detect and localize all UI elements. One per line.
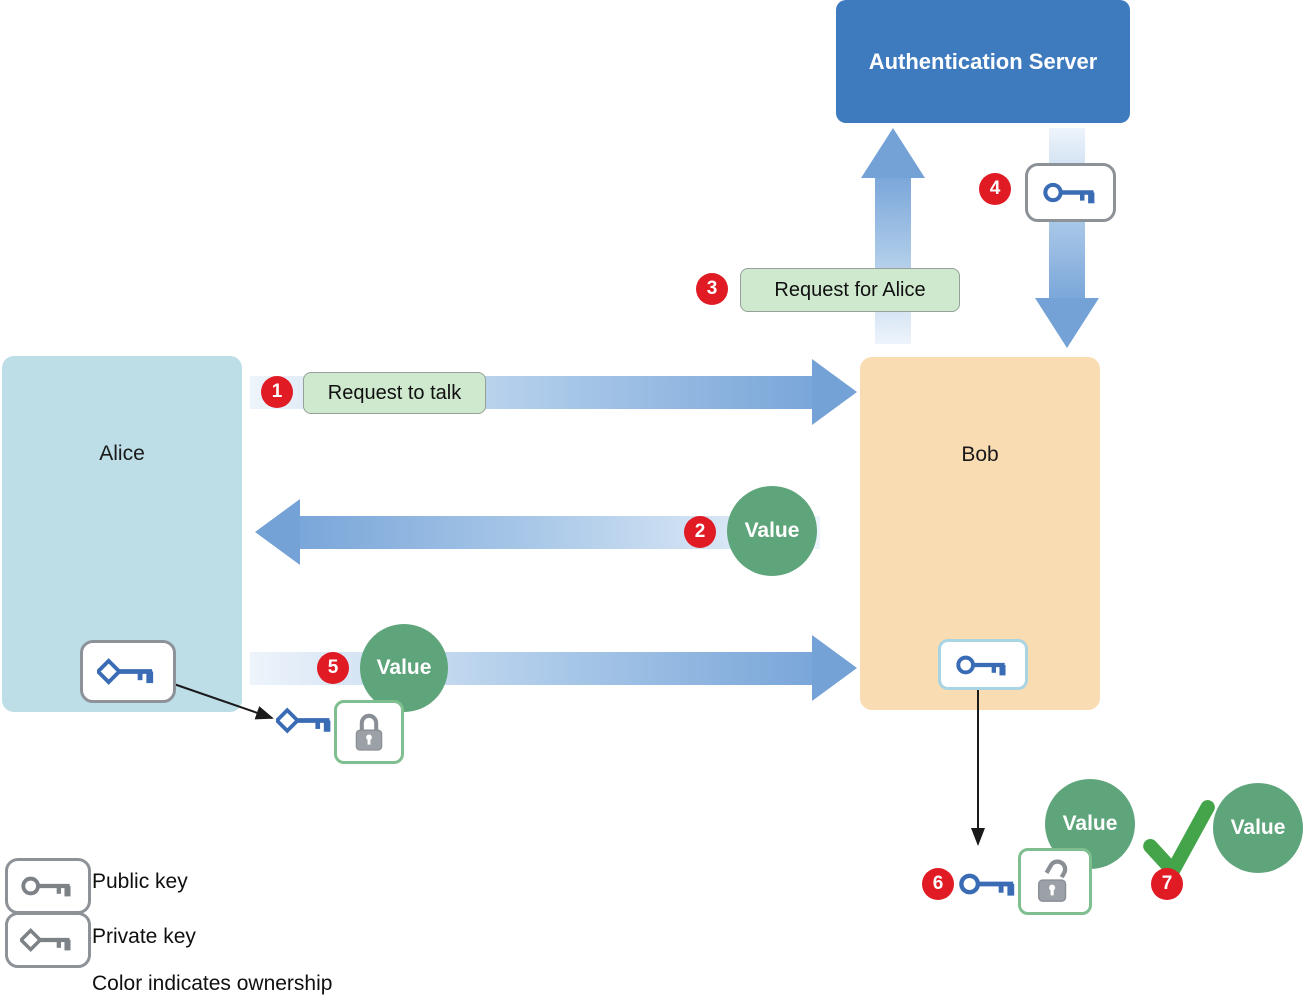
padlock-locked-icon: [351, 711, 387, 753]
connector-bob-key-to-unlock: [971, 686, 985, 846]
authentication-server-node: Authentication Server: [836, 0, 1130, 123]
checkmark-icon: [1143, 800, 1215, 878]
step-badge-5: 5: [317, 652, 349, 684]
step-badge-4: 4: [979, 173, 1011, 205]
public-key-icon: [1042, 179, 1100, 206]
step-badge-3: 3: [696, 273, 728, 305]
value-circle-5: Value: [360, 624, 448, 712]
step-badge-2: 2: [684, 516, 716, 548]
bob-label: Bob: [961, 443, 999, 466]
alice-label: Alice: [99, 442, 145, 465]
alice-private-key-box: [80, 640, 176, 703]
request-to-talk-label: Request to talk: [303, 372, 486, 414]
step-badge-1: 1: [261, 376, 293, 408]
step-badge-6: 6: [922, 868, 954, 900]
value-circle-2: Value: [727, 486, 817, 576]
arrow-request-for-alice-head: [861, 128, 925, 178]
server-public-key-box: [1025, 163, 1116, 222]
legend-private-key-label: Private key: [92, 925, 196, 948]
legend-private-key-box: [5, 912, 91, 968]
arrow-request-to-talk-head: [812, 359, 857, 425]
arrow-value-to-bob-head: [812, 635, 857, 701]
private-key-icon: [276, 706, 336, 735]
arrow-key-to-bob-head: [1035, 298, 1099, 348]
private-key-icon: [20, 927, 76, 953]
authentication-server-label: Authentication Server: [868, 48, 1098, 74]
value-circle-7: Value: [1213, 783, 1303, 873]
bob-public-key-box: [938, 639, 1028, 690]
legend-public-key-label: Public key: [92, 870, 188, 893]
public-key-icon: [20, 873, 76, 899]
step-badge-7: 7: [1151, 868, 1183, 900]
unlocked-padlock-box: [1018, 848, 1092, 915]
connector-alice-key-to-lock: [167, 681, 274, 720]
legend-ownership-note: Color indicates ownership: [92, 972, 333, 995]
padlock-unlocked-icon: [1033, 859, 1077, 905]
request-for-alice-label: Request for Alice: [740, 268, 960, 312]
arrow-request-for-alice: [875, 176, 911, 344]
arrow-value-to-alice-head: [255, 499, 300, 565]
public-key-icon: [958, 869, 1020, 899]
private-key-icon: [97, 657, 159, 686]
public-key-icon: [955, 652, 1011, 678]
legend-public-key-box: [5, 858, 91, 914]
locked-padlock-box: [334, 700, 404, 764]
